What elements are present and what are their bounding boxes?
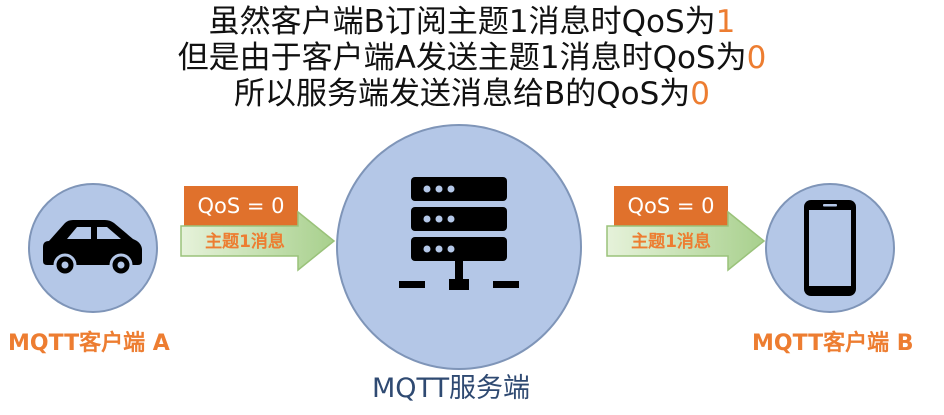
- headline-line-2: 但是由于客户端A发送主题1消息时QoS为0: [0, 38, 944, 78]
- headline-line-3: 所以服务端发送消息给B的QoS为0: [0, 74, 944, 114]
- right-arrow-icon: [606, 210, 766, 272]
- client-b-node: [765, 183, 895, 313]
- car-icon: [43, 220, 142, 277]
- left-qos-label: QoS = 0: [197, 194, 285, 218]
- right-message-label: 主题1消息: [631, 232, 711, 252]
- headline-line-2-value: 0: [746, 40, 767, 76]
- client-b-label: MQTT客户端 B: [752, 331, 914, 356]
- server-icon: [399, 177, 519, 290]
- headline-line-3-text: 所以服务端发送消息给B的QoS为: [233, 76, 691, 112]
- client-a-label: MQTT客户端 A: [8, 331, 170, 356]
- server-node: [336, 124, 582, 370]
- headline-line-1: 虽然客户端B订阅主题1消息时QoS为1: [0, 2, 944, 42]
- right-qos-label: QoS = 0: [627, 194, 715, 218]
- headline-line-2-text: 但是由于客户端A发送主题1消息时QoS为: [177, 40, 747, 76]
- left-message-label: 主题1消息: [205, 232, 285, 252]
- right-qos-box: QoS = 0: [614, 186, 728, 226]
- client-a-node: [28, 183, 158, 313]
- smartphone-icon: [804, 200, 856, 296]
- headline-line-1-text: 虽然客户端B订阅主题1消息时QoS为: [208, 4, 716, 40]
- headline-line-1-value: 1: [715, 4, 736, 40]
- left-qos-box: QoS = 0: [184, 186, 298, 226]
- server-label: MQTT服务端: [372, 373, 531, 404]
- left-arrow-icon: [180, 210, 336, 272]
- headline-line-3-value: 0: [690, 76, 711, 112]
